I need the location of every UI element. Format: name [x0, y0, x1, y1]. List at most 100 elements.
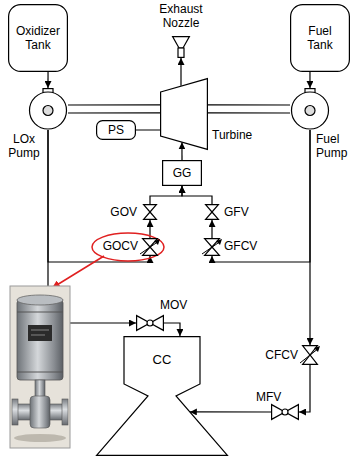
flow-line	[48, 72, 49, 88]
flow-path	[212, 130, 310, 262]
flow-line	[181, 142, 182, 160]
valve-label: GOCV	[103, 239, 138, 253]
flow-line	[190, 411, 271, 412]
valve-half	[143, 239, 158, 247]
flow-line	[212, 130, 310, 262]
name-plate	[28, 325, 52, 341]
flow-line	[136, 129, 160, 130]
valve-label: GFV	[224, 205, 249, 219]
pump-outline	[290, 88, 330, 130]
flow-path	[182, 186, 212, 204]
flow-line	[182, 186, 212, 204]
valve-label: GOV	[110, 205, 137, 219]
valve-half	[144, 212, 157, 219]
shaft-connector	[68, 105, 160, 113]
box-outline	[163, 161, 202, 186]
box-label: GG	[167, 166, 197, 180]
valve-body	[30, 396, 50, 428]
valve-half	[206, 212, 219, 219]
shaft-line	[208, 104, 290, 105]
pump-label: Fuel Pump	[316, 132, 354, 160]
valve-label: MOV	[160, 298, 187, 312]
tank: Fuel Tank	[290, 4, 350, 72]
pipe-flange	[62, 399, 68, 425]
exhaust-nozzle-outline	[172, 36, 190, 58]
pump-hub	[305, 106, 315, 116]
valve-label: MFV	[256, 390, 281, 404]
control-arrowhead	[216, 239, 222, 245]
exhaust-nozzle: Exhaust Nozzle	[172, 36, 190, 58]
box-outline	[97, 121, 136, 140]
valve-symbol: MFV	[271, 404, 299, 420]
pump-outline	[28, 88, 68, 130]
valve-symbol-outline	[271, 404, 299, 420]
control-arrowhead	[314, 346, 320, 352]
valve-symbol: MOV	[136, 315, 164, 331]
shaft-line	[68, 112, 160, 113]
valve-neck	[35, 380, 45, 398]
flow-path	[47, 72, 48, 88]
flow-path	[181, 142, 182, 160]
control-valve-symbol: GFCV	[204, 238, 220, 256]
valve-symbol-outline	[143, 204, 157, 220]
housing-rib	[17, 312, 63, 313]
control-valve-symbol: CFCV	[302, 345, 318, 365]
control-valve-symbol: GOCV	[142, 238, 158, 256]
box-label: PS	[101, 123, 131, 137]
turbine-outline	[160, 78, 208, 150]
control-valve-symbol-outline	[204, 238, 220, 256]
flow-path	[309, 72, 310, 88]
plate-mark	[31, 335, 45, 336]
flow-path	[211, 220, 212, 238]
control-valve-symbol-outline	[142, 238, 158, 256]
flow-line	[299, 365, 310, 412]
valve-actuator	[282, 409, 288, 415]
flow-line	[181, 58, 182, 86]
tank: Oxidizer Tank	[8, 4, 68, 72]
flow-path	[309, 130, 310, 345]
turbine-outline	[161, 79, 208, 150]
control-valve-symbol-outline	[302, 345, 318, 365]
valve-symbol: GOV	[143, 204, 157, 220]
control-arrow	[300, 348, 319, 363]
flow-line	[309, 72, 310, 88]
turbine-label: Turbine	[212, 128, 252, 142]
shaft-line	[208, 112, 290, 113]
flow-path	[190, 411, 271, 412]
pump-label: LOx Pump	[6, 132, 42, 160]
pump: LOx Pump	[28, 88, 68, 130]
tank-outline	[291, 5, 350, 72]
valve-symbol-outline	[136, 315, 164, 331]
nozzle-stem	[178, 48, 184, 57]
chamber-outline	[97, 337, 228, 456]
motor-cap	[17, 295, 63, 305]
combustion-chamber: CC	[96, 336, 228, 456]
flow-line	[150, 186, 182, 204]
valve-actuator	[147, 320, 153, 326]
flow-path	[48, 130, 150, 262]
valve-half	[206, 205, 219, 212]
pump-casing	[292, 92, 329, 129]
nozzle-bell	[173, 37, 190, 48]
plate-mark	[31, 330, 49, 331]
control-arrowhead	[154, 239, 160, 245]
flow-line	[164, 323, 180, 336]
pump-casing	[30, 92, 67, 129]
pump: Fuel Pump	[290, 88, 330, 130]
flow-path	[150, 186, 182, 204]
valve-symbol-outline	[205, 204, 219, 220]
photo-ground	[10, 286, 70, 448]
valve-label: CFCV	[265, 348, 298, 362]
nozzle-label: Exhaust Nozzle	[153, 2, 209, 30]
flow-path	[136, 129, 160, 130]
shaft-connector	[208, 105, 290, 113]
callout-arrow	[52, 256, 104, 288]
housing-rib	[17, 372, 63, 373]
valve-symbol: GFV	[205, 204, 219, 220]
flow-path	[299, 365, 310, 412]
valve-half	[303, 346, 318, 355]
flow-path	[180, 58, 181, 86]
flow-line	[48, 130, 150, 262]
